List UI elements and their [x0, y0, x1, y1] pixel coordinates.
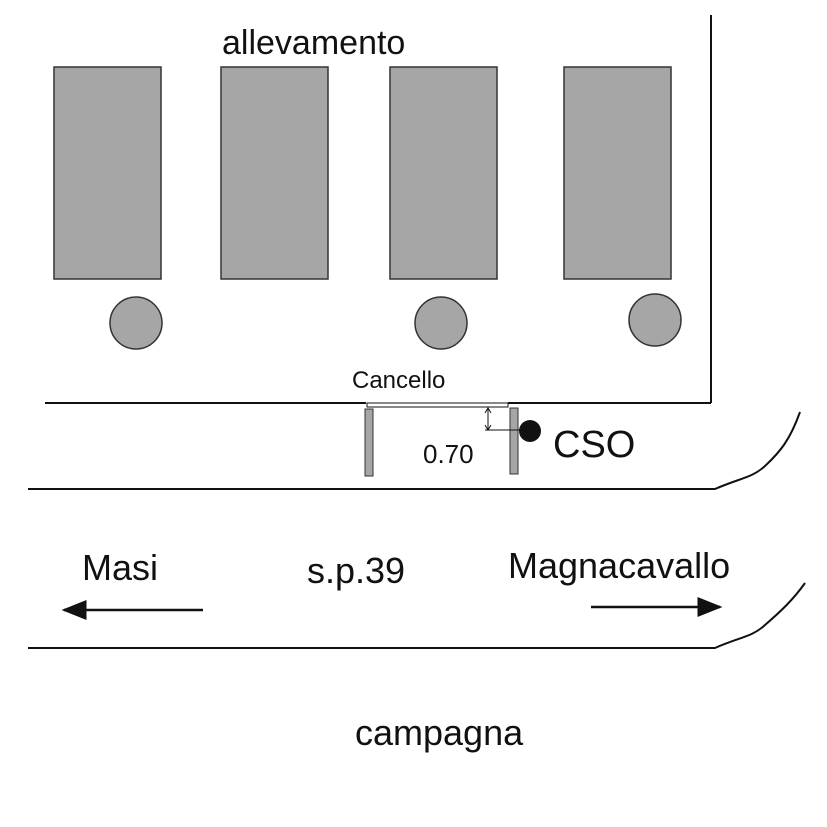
- sampling-point-dot: [519, 420, 541, 442]
- farm-boundary: [45, 15, 712, 404]
- sampling-point-label: CSO: [553, 424, 635, 466]
- east-direction-label: Magnacavallo: [508, 545, 730, 586]
- road-edge-north: [28, 411, 801, 490]
- farm-buildings: [53, 66, 672, 280]
- silo: [628, 293, 682, 347]
- gate: [366, 402, 509, 408]
- gate-post-left: [364, 408, 374, 477]
- dimension-marker: [484, 407, 520, 431]
- countryside-label: campagna: [355, 712, 524, 753]
- silo: [414, 296, 468, 350]
- gate-post-right: [509, 407, 519, 475]
- road-edge-south: [28, 582, 806, 649]
- road-label: s.p.39: [307, 550, 405, 591]
- road-edges: [28, 411, 806, 649]
- west-direction-label: Masi: [82, 547, 158, 588]
- distance-label: 0.70: [423, 439, 474, 469]
- farm-label: allevamento: [222, 24, 405, 62]
- silo: [109, 296, 163, 350]
- silos: [109, 293, 682, 350]
- gate-label: Cancello: [352, 367, 445, 394]
- building: [563, 66, 672, 280]
- building: [53, 66, 162, 280]
- building: [220, 66, 329, 280]
- building: [389, 66, 498, 280]
